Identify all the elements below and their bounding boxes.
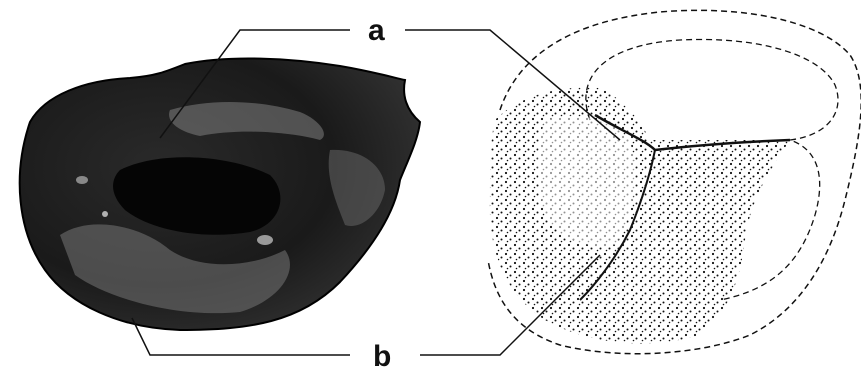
stippled-body — [490, 87, 790, 343]
label-b: b — [373, 340, 391, 369]
specimen-photograph — [20, 58, 420, 330]
specimen-pit — [76, 176, 88, 184]
specimen-pit — [102, 211, 108, 217]
specimen-pit — [257, 235, 273, 245]
label-a: a — [368, 14, 385, 47]
stippled-reconstruction — [488, 10, 861, 353]
